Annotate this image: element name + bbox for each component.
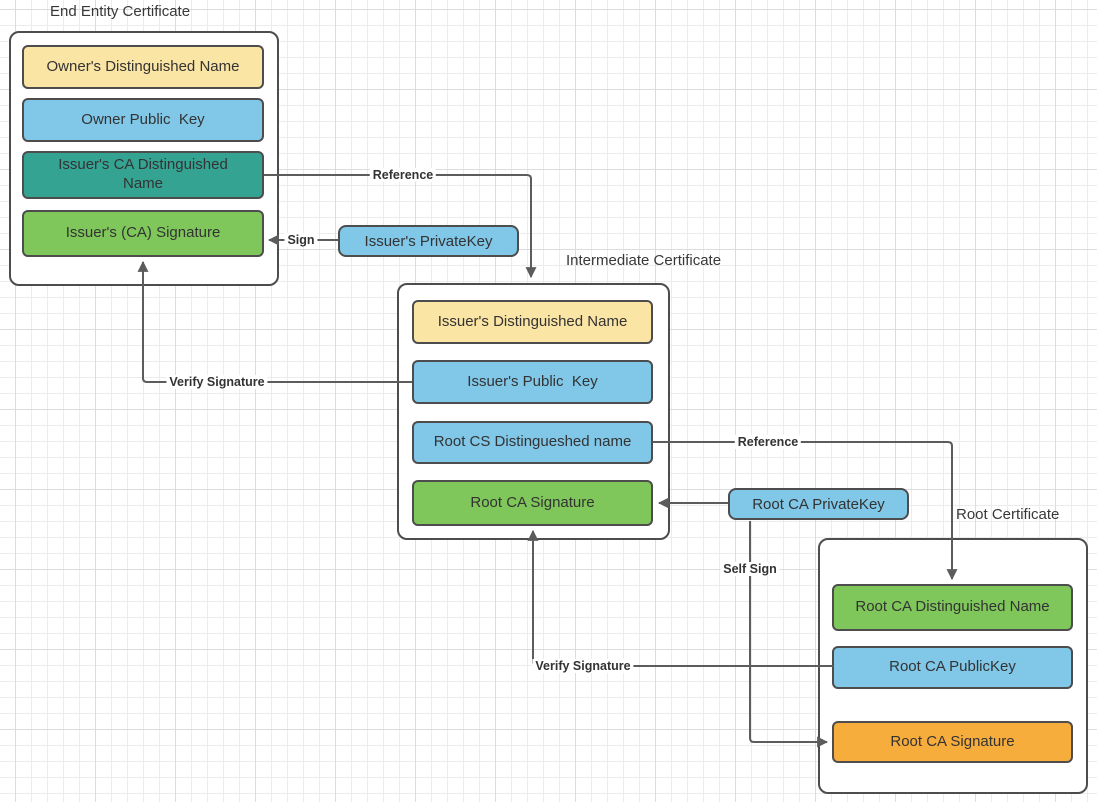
root-cs-distingueshed-name-box[interactable]: Root CS Distingueshed name bbox=[412, 421, 653, 464]
intermediate-root-ca-signature-label: Root CA Signature bbox=[470, 493, 595, 511]
verify-signature-label-1[interactable]: Verify Signature bbox=[166, 375, 268, 389]
verify-signature-label-2[interactable]: Verify Signature bbox=[532, 659, 634, 673]
intermediate-root-ca-signature-box[interactable]: Root CA Signature bbox=[412, 480, 653, 526]
root-ca-distinguished-name-label: Root CA Distinguished Name bbox=[855, 598, 1050, 616]
root-ca-publickey-label: Root CA PublicKey bbox=[889, 658, 1016, 676]
self-sign-label[interactable]: Self Sign bbox=[720, 562, 780, 576]
reference-label-1[interactable]: Reference bbox=[369, 168, 437, 182]
issuers-ca-distinguished-name-box[interactable]: Issuer's CA Distinguished Name bbox=[22, 151, 264, 199]
owner-public-key-box[interactable]: Owner Public Key bbox=[22, 98, 264, 142]
owners-distinguished-name-box[interactable]: Owner's Distinguished Name bbox=[22, 45, 264, 89]
issuers-distinguished-name-label: Issuer's Distinguished Name bbox=[437, 312, 628, 330]
root-cs-distingueshed-name-label: Root CS Distingueshed name bbox=[433, 433, 632, 451]
root-certificate-title: Root Certificate bbox=[956, 506, 1060, 523]
owners-distinguished-name-label: Owner's Distinguished Name bbox=[46, 57, 240, 75]
sign-label[interactable]: Sign bbox=[284, 233, 318, 247]
intermediate-certificate-title: Intermediate Certificate bbox=[566, 252, 722, 269]
root-ca-distinguished-name-box[interactable]: Root CA Distinguished Name bbox=[832, 584, 1073, 631]
issuers-privatekey-label: Issuer's PrivateKey bbox=[364, 232, 493, 250]
issuers-ca-signature-label: Issuer's (CA) Signature bbox=[65, 224, 221, 242]
root-ca-publickey-box[interactable]: Root CA PublicKey bbox=[832, 646, 1073, 689]
reference-label-2[interactable]: Reference bbox=[734, 435, 802, 449]
self-sign-connector[interactable] bbox=[749, 521, 829, 748]
issuers-public-key-label: Issuer's Public Key bbox=[467, 372, 598, 390]
owner-public-key-label: Owner Public Key bbox=[81, 110, 205, 128]
root-ca-privatekey-label: Root CA PrivateKey bbox=[752, 495, 885, 513]
root-ca-signature-box[interactable]: Root CA Signature bbox=[832, 721, 1073, 763]
root-ca-signature-label: Root CA Signature bbox=[890, 732, 1015, 750]
issuers-ca-distinguished-name-label: Issuer's CA Distinguished Name bbox=[58, 156, 232, 192]
end-entity-certificate-title: End Entity Certificate bbox=[50, 3, 191, 20]
issuers-privatekey-box[interactable]: Issuer's PrivateKey bbox=[338, 225, 519, 257]
issuers-ca-signature-box[interactable]: Issuer's (CA) Signature bbox=[22, 210, 264, 257]
issuers-public-key-box[interactable]: Issuer's Public Key bbox=[412, 360, 653, 404]
verify-signature-connector-2[interactable] bbox=[527, 529, 833, 667]
root-ca-privatekey-box[interactable]: Root CA PrivateKey bbox=[728, 488, 909, 520]
issuers-distinguished-name-box[interactable]: Issuer's Distinguished Name bbox=[412, 300, 653, 344]
